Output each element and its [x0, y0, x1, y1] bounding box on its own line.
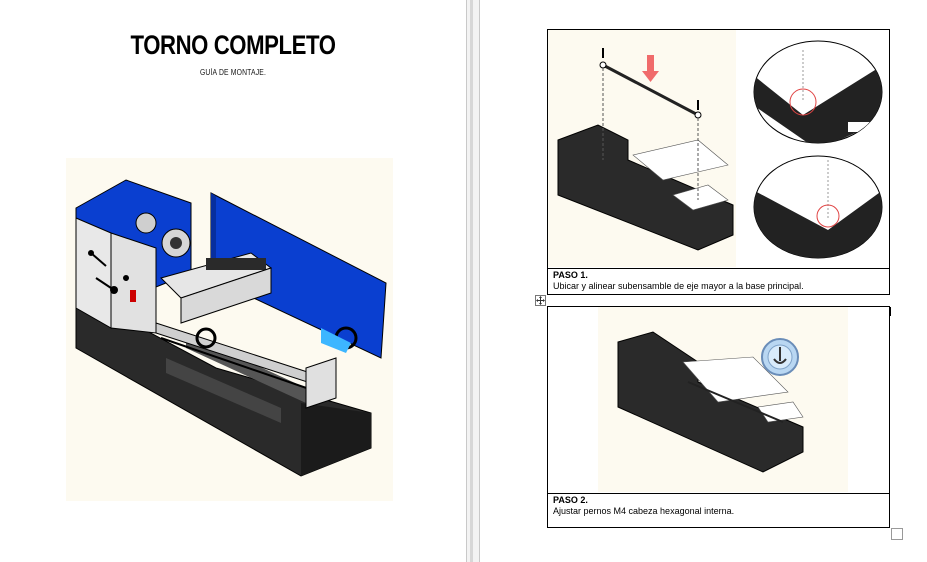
tool-icon [761, 338, 799, 376]
step-1-figure [548, 30, 889, 267]
down-arrow-icon [642, 55, 659, 82]
step-2-text: Ajustar pernos M4 cabeza hexagonal inter… [553, 506, 735, 516]
step-2-caption: PASO 2. Ajustar pernos M4 cabeza hexagon… [548, 493, 889, 527]
document-title: TORNO COMPLETO [130, 30, 336, 60]
step-1-caption: PASO 1. Ubicar y alinear subensamble de … [548, 268, 889, 294]
page-gutter [466, 0, 480, 562]
lathe-illustration[interactable] [66, 158, 393, 501]
step-1-text: Ubicar y alinear subensamble de eje mayo… [553, 281, 804, 291]
step-1-heading: PASO 1. [553, 270, 588, 280]
step-1-table[interactable]: PASO 1. Ubicar y alinear subensamble de … [547, 29, 890, 295]
document-page-left: TORNO COMPLETO GUÍA DE MONTAJE. [66, 30, 393, 501]
step-2-heading: PASO 2. [553, 495, 588, 505]
text-cursor [890, 307, 891, 316]
table-move-handle-icon[interactable] [535, 293, 546, 306]
table-resize-handle[interactable] [891, 528, 903, 540]
document-page-right: PASO 1. Ubicar y alinear subensamble de … [480, 0, 927, 562]
step-2-table[interactable]: PASO 2. Ajustar pernos M4 cabeza hexagon… [547, 306, 890, 528]
lathe-drawing [75, 179, 387, 477]
step-2-figure [548, 307, 889, 492]
document-subtitle: GUÍA DE MONTAJE. [199, 68, 267, 77]
